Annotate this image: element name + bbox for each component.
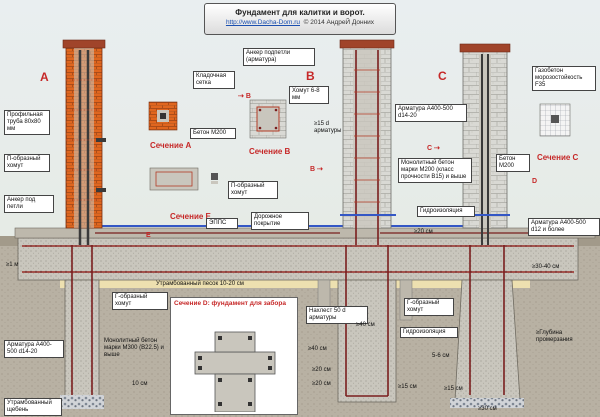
label-ge-30-40: ≥30-40 см [532,264,560,270]
marker-e1: E [146,232,151,239]
pile-b [337,279,397,403]
label-masonry-mesh: Кладочная сетка [193,71,235,89]
label-waterproofing-bottom: Гидроизоляция [400,327,458,338]
label-monolith-m300: Монолитный бетон марки М300 (В22.5) и вы… [104,338,164,358]
label-anchor-loops: Анкер под петли [4,195,54,213]
label-ge-20cm: ≥20 см [414,229,433,235]
section-d-panel: Сечение D: фундамент для забора [170,297,298,415]
label-ge-30cm: ≥30 см [478,406,497,412]
label-ge-1m: ≥1 м [6,262,19,268]
label-anchor-fill: Анкер подпетли (арматура) [243,48,315,66]
label-clamp: Хомут 6-8 мм [289,86,329,104]
column-letter-c: C [438,69,447,83]
section-b-caption: Сечение В [249,147,291,156]
label-road-surface: Дорожное покрытие [251,212,309,230]
pile-a [64,279,100,401]
label-ge-15cm-b: ≥15 см [444,386,463,392]
label-g-clamp-right: Г-образный хомут [404,298,454,316]
label-rebar-left-bottom: Арматура А400-500 d14-20 [4,340,64,358]
label-gravel: Утрамбованный щебень [4,398,62,416]
label-rebar-12: Арматура А400-500 d12 и более [528,218,600,236]
label-waterproofing-top: Гидроизоляция [417,206,475,217]
section-d-figure [194,331,276,412]
marker-b2: B ⇢ [310,166,323,173]
gravel-a [60,395,104,409]
label-profile-pipe: Профильная труба 80x80 мм [4,110,50,135]
site-link[interactable]: http://www.Dacha-Dom.ru [225,19,300,26]
label-ge-20cm-v: ≥20 см [312,367,331,373]
label-freeze-depth: ≥Глубина промерзания [536,330,573,343]
label-monolith-b15: Монолитный бетон марки М200 (класс прочн… [398,158,472,183]
label-g-clamp-bottom: Г-образный хомут [112,292,168,310]
label-overlap-50d: Нахлест 50 d арматуры [306,306,368,324]
section-c-caption: Сечение С [537,153,579,162]
section-e-figure [149,167,199,191]
section-d-title: Сечение D: фундамент для забора [174,300,286,307]
marker-b1: ⇢ B [238,93,251,100]
title-box: Фундамент для калитки и ворот. http://ww… [204,3,396,35]
column-letter-b: B [306,69,315,83]
section-a-caption: Сечение А [150,141,192,150]
label-range-5-6: 5-6 см [432,353,450,359]
label-epps: ЭППС [206,218,238,229]
subtitle: http://www.Dacha-Dom.ru © 2014 АндреЙ До… [205,19,395,26]
sand-layer [60,280,530,288]
label-g-clamp-left: П-образный хомут [4,154,50,172]
label-ge-40cm-v: ≥40 см [308,346,327,352]
label-concrete-m200-c: Бетон М200 [496,154,530,172]
label-concrete-m200-a: Бетон М200 [190,128,236,139]
label-rebar-14-20: Арматура А400-500 d14-20 [395,104,467,122]
column-letter-a: A [40,70,49,84]
label-ge-40cm-h: ≥40 см [356,322,375,328]
label-ge-20cm-v2: ≥20 см [312,381,331,387]
copyright: © 2014 АндреЙ Донних [303,19,375,26]
label-ten-cm: 10 см [132,381,148,387]
marker-d1: D [532,178,538,185]
label-min-15d: ≥15 d арматуры [314,121,342,134]
label-gas-concrete: Газобетон морозостойкость F35 [532,66,596,91]
section-e-caption: Сечение Е [170,212,211,221]
label-ge-15cm-a: ≥15 см [398,384,417,390]
grillage-beam [17,237,579,281]
label-g-clamp-mid: П-образный хомут [228,181,278,199]
label-sand-cushion: Утрамбованный песок 10-20 см [156,281,244,287]
marker-c1: C ⇢ [427,145,440,152]
page-title: Фундамент для калитки и ворот. [235,8,365,17]
